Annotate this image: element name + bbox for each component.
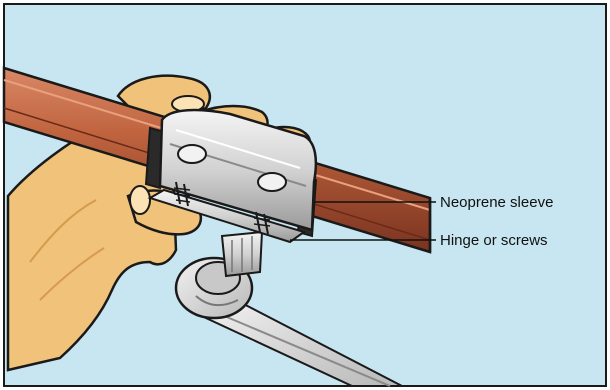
socket-extension <box>222 232 262 276</box>
clamp-bolt <box>178 145 206 163</box>
callout-label: Neoprene sleeve <box>440 194 553 211</box>
thumbnail <box>130 186 150 214</box>
callout-label: Hinge or screws <box>440 232 548 249</box>
clamp-bolt <box>258 173 286 191</box>
